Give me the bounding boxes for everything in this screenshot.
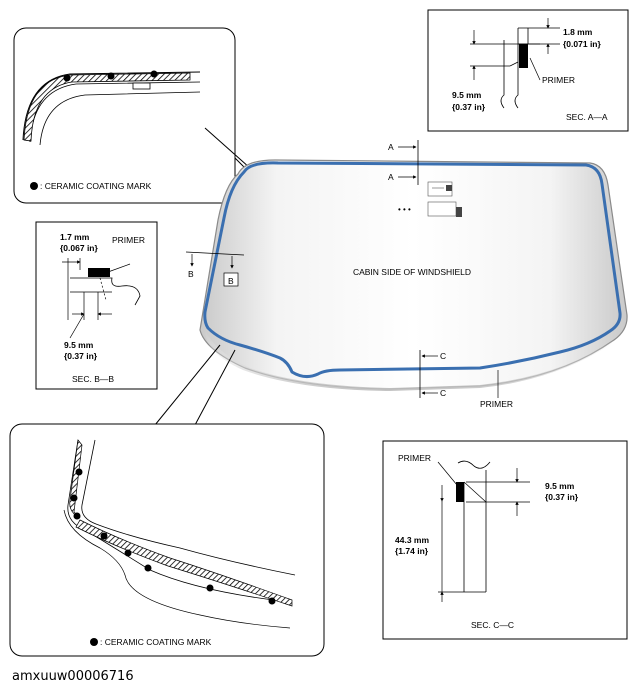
sec-c-title: SEC. C—C xyxy=(471,620,514,630)
section-c-inset: PRIMER 9.5 mm {0.37 in} 44.3 mm {1.74 in… xyxy=(382,440,628,640)
sec-c-primer: PRIMER xyxy=(398,453,431,463)
cut-b-left: B xyxy=(188,269,194,279)
sec-a-dim-top-in: {0.071 in} xyxy=(563,39,601,49)
sec-c-dim-side-in: {1.74 in} xyxy=(395,546,429,556)
sec-b-dim-bottom-in: {0.37 in} xyxy=(64,351,98,361)
bottom-left-inset: : CERAMIC COATING MARK xyxy=(9,344,325,657)
primer-line xyxy=(203,161,622,379)
document-id: amxuuw00006716 xyxy=(12,669,134,684)
sec-a-dim-side: 9.5 mm xyxy=(452,90,482,100)
section-a-inset: 1.8 mm {0.071 in} PRIMER 9.5 mm {0.37 in… xyxy=(427,9,629,132)
windshield-center-marks: • • • xyxy=(398,181,462,217)
ceramic-mark-legend-dot xyxy=(90,638,98,646)
sec-c-dim-top: 9.5 mm xyxy=(545,481,575,491)
sec-b-dim-bottom: 9.5 mm xyxy=(64,340,94,350)
sec-b-primer: PRIMER xyxy=(112,235,145,245)
sec-c-dim-top-in: {0.37 in} xyxy=(545,492,579,502)
bottom-left-legend: : CERAMIC COATING MARK xyxy=(100,637,212,647)
cut-b-right: B xyxy=(228,276,234,286)
primer-label: PRIMER xyxy=(480,399,513,409)
cut-a-upper: A xyxy=(388,142,394,152)
sec-c-dim-side: 44.3 mm xyxy=(395,535,429,545)
cut-c-upper: C xyxy=(440,351,446,361)
sec-a-dim-top: 1.8 mm xyxy=(563,27,593,37)
sec-a-primer: PRIMER xyxy=(542,75,575,85)
sec-b-dim-top-in: {0.067 in} xyxy=(60,243,98,253)
top-left-legend: : CERAMIC COATING MARK xyxy=(40,181,152,191)
windshield: • • • CABIN SIDE OF WINDSHIELD A A B B C… xyxy=(185,140,628,409)
cut-c-lower: C xyxy=(440,388,446,398)
svg-text:• • •: • • • xyxy=(398,205,411,214)
sec-b-dim-top: 1.7 mm xyxy=(60,232,90,242)
section-b-inset: 1.7 mm {0.067 in} PRIMER 9.5 mm {0.37 in… xyxy=(35,221,158,390)
sec-b-title: SEC. B—B xyxy=(72,374,114,384)
sec-a-dim-side-in: {0.37 in} xyxy=(452,102,486,112)
cabin-side-label: CABIN SIDE OF WINDSHIELD xyxy=(353,267,471,277)
cut-a-lower: A xyxy=(388,172,394,182)
top-left-inset: : CERAMIC COATING MARK xyxy=(13,27,251,204)
ceramic-mark-legend-dot xyxy=(30,182,38,190)
sec-a-title: SEC. A—A xyxy=(566,112,608,122)
